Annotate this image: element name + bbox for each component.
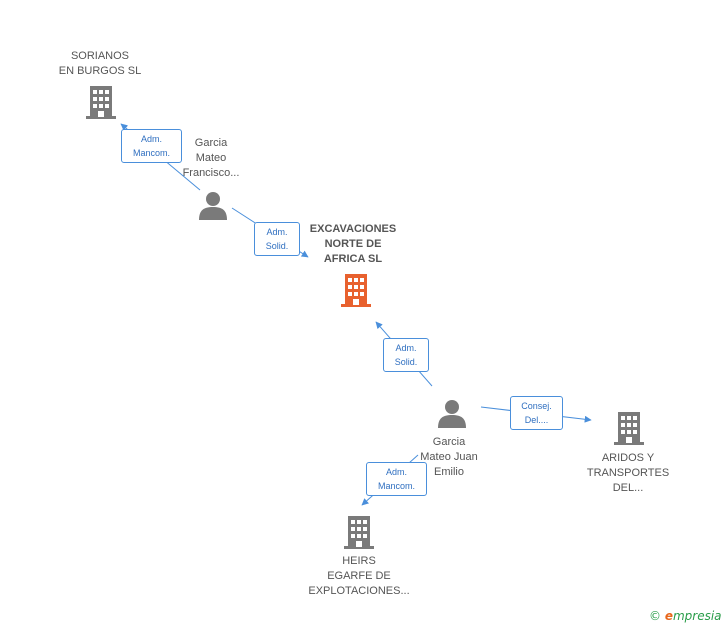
edge-label-adm-mancom-heirs[interactable]: Adm. Mancom. (366, 462, 427, 496)
company-label-excavaciones[interactable]: EXCAVACIONES NORTE DE AFRICA SL (309, 223, 397, 265)
person-icon[interactable] (437, 399, 467, 429)
person-label-garcia-francisco[interactable]: Garcia Mateo Francisco... (182, 137, 240, 179)
empresia-logo: © empresia (649, 609, 722, 623)
edge-label-adm-mancom-sorianos[interactable]: Adm. Mancom. (121, 129, 182, 163)
edge-label-adm-solid-francisco[interactable]: Adm. Solid. (254, 222, 300, 256)
building-icon[interactable] (343, 514, 375, 550)
building-icon[interactable] (340, 272, 372, 308)
company-label-aridos[interactable]: ARIDOS Y TRANSPORTES DEL... (586, 452, 670, 494)
brand-name: mpresia (672, 609, 722, 623)
edge-label-adm-solid-juan[interactable]: Adm. Solid. (383, 338, 429, 372)
brand-initial: e (664, 609, 673, 623)
person-label-garcia-juan[interactable]: Garcia Mateo Juan Emilio (420, 436, 478, 478)
copyright-icon: © (649, 609, 661, 623)
company-label-heirs[interactable]: HEIRS EGARFE DE EXPLOTACIONES... (308, 555, 410, 597)
company-label-sorianos[interactable]: SORIANOS EN BURGOS SL (58, 50, 142, 77)
person-icon[interactable] (198, 191, 228, 221)
edge-label-consej-del[interactable]: Consej. Del.... (510, 396, 563, 430)
building-icon[interactable] (613, 410, 645, 446)
building-icon[interactable] (85, 84, 117, 120)
